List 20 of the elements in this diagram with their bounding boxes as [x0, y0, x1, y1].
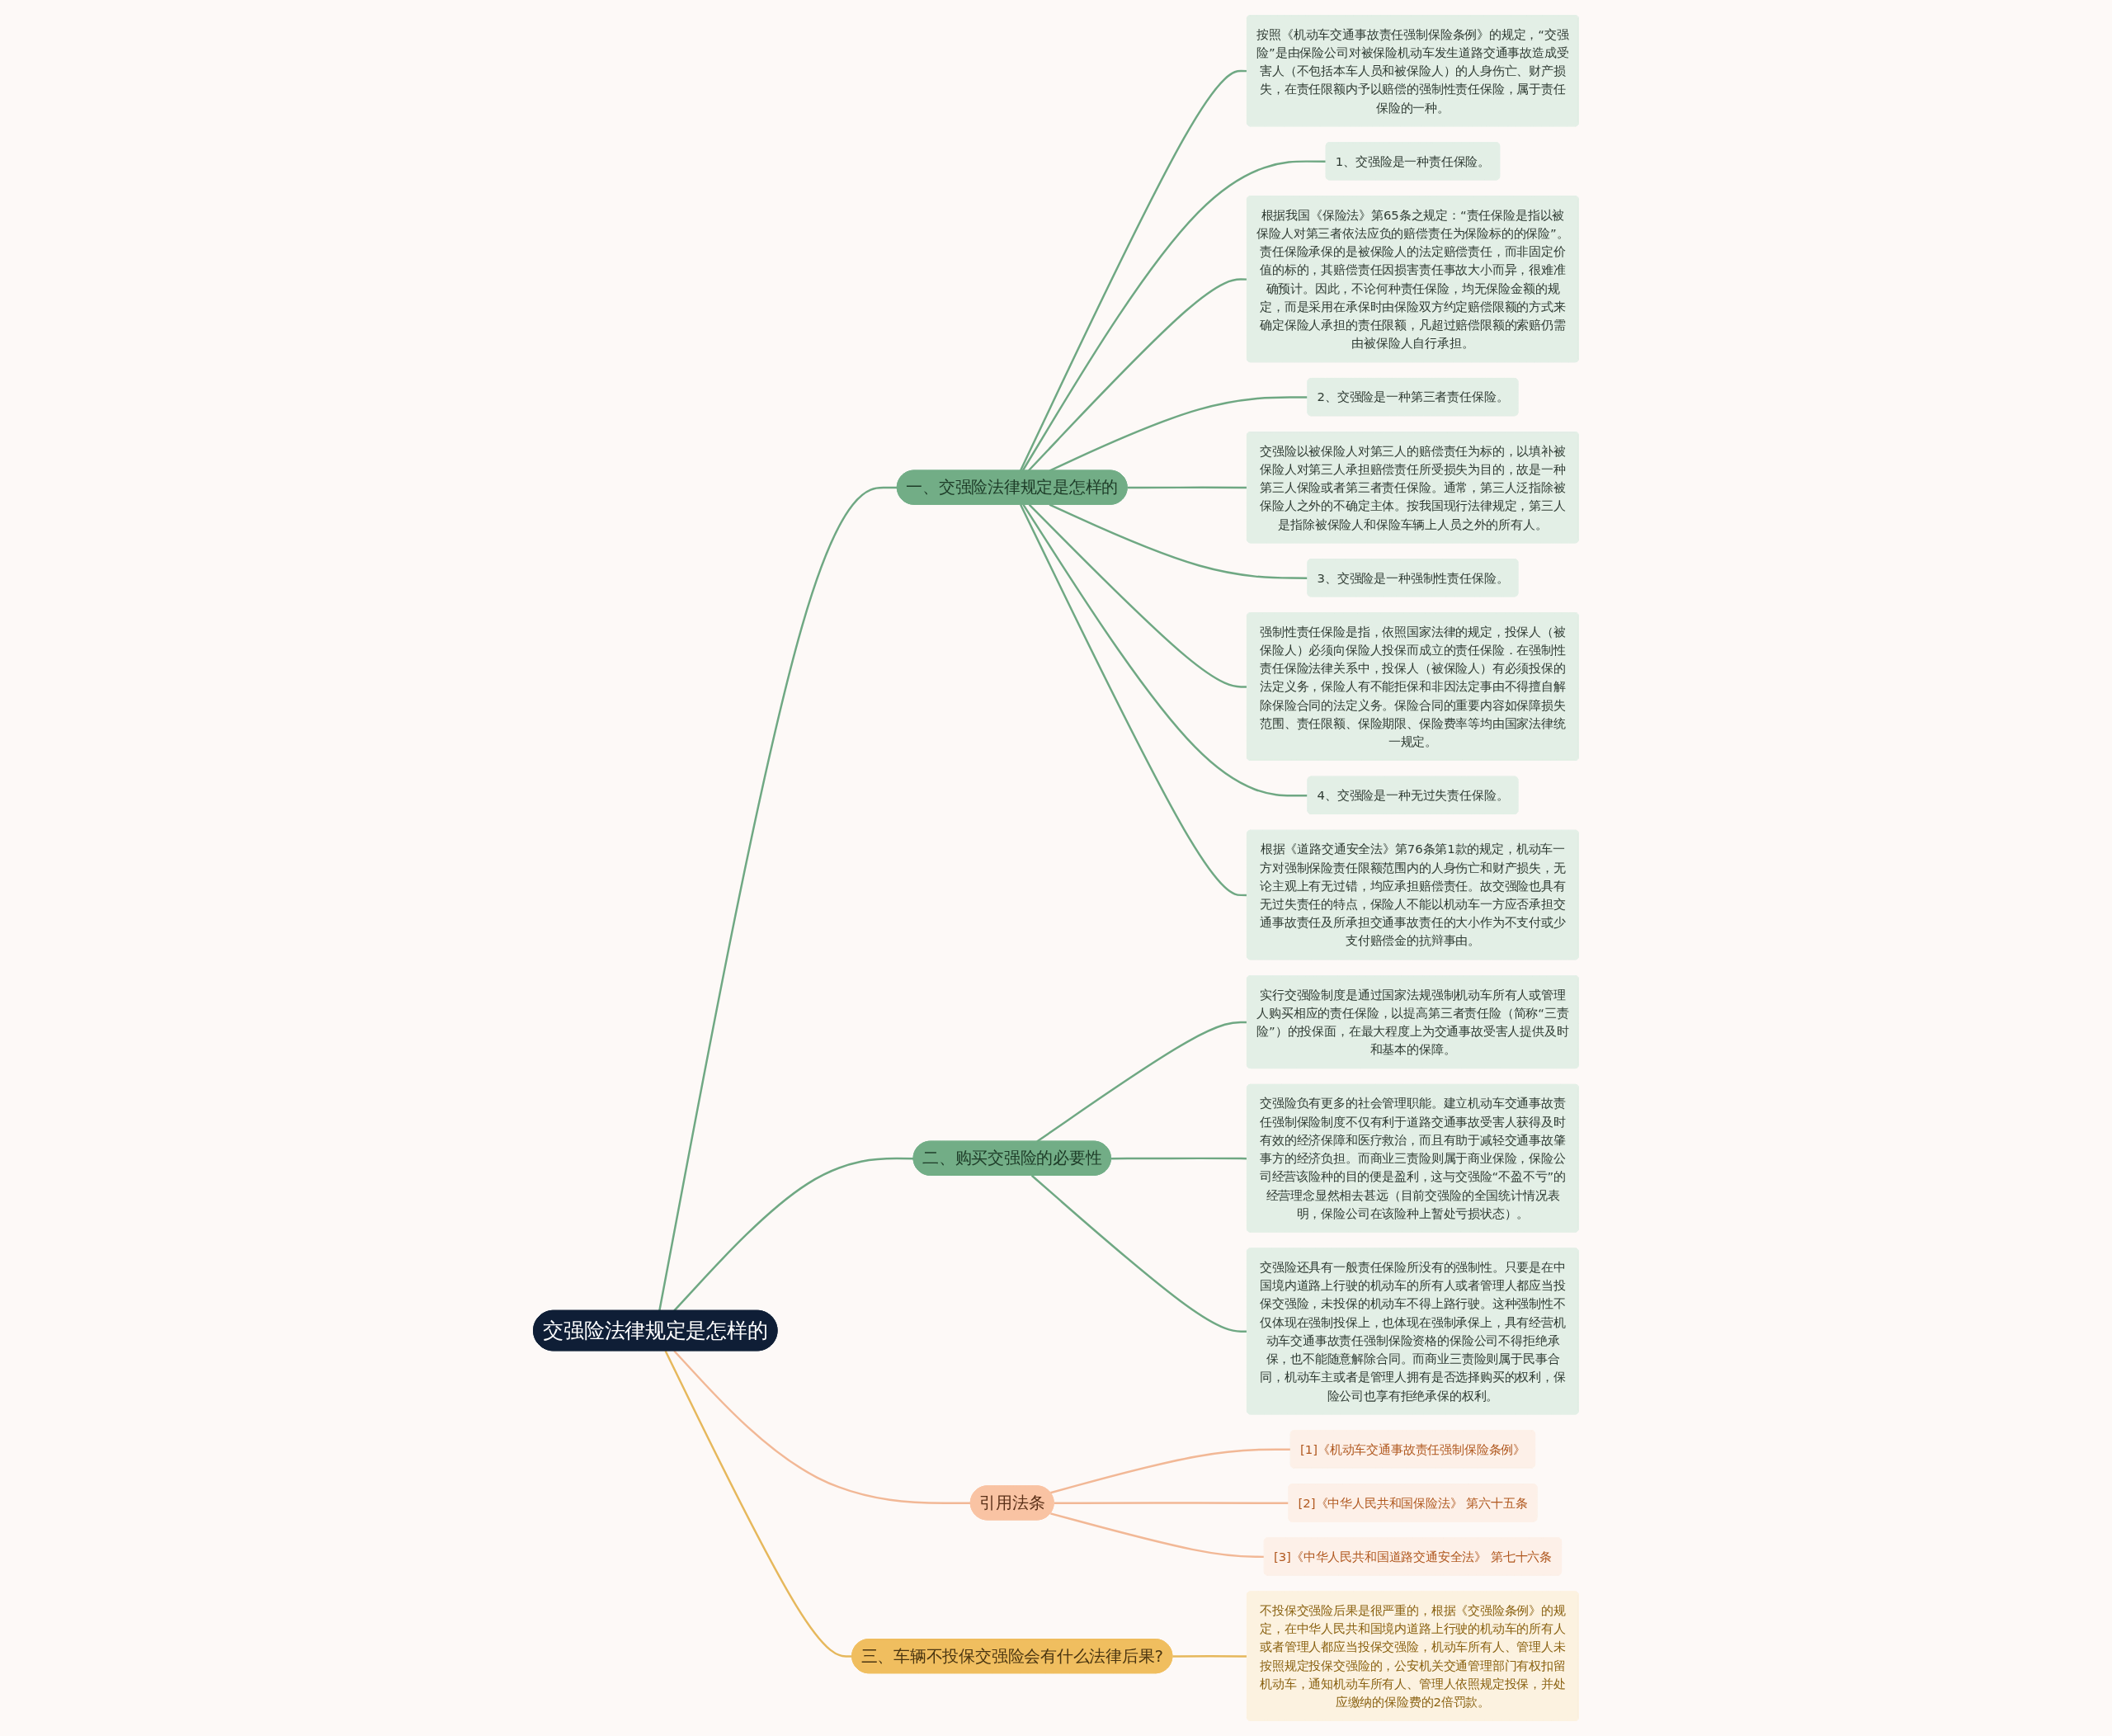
connector — [1172, 1655, 1247, 1658]
connector — [664, 1350, 853, 1658]
connector — [1030, 1174, 1247, 1333]
connector — [1027, 278, 1247, 472]
connector — [1028, 503, 1247, 688]
connector — [1110, 1157, 1247, 1160]
connector — [1049, 396, 1308, 472]
connector — [1019, 69, 1247, 472]
connector — [1036, 1021, 1247, 1143]
connector — [1127, 486, 1247, 489]
connector — [673, 1350, 971, 1505]
connector — [673, 1157, 914, 1312]
connector — [1054, 1502, 1289, 1505]
connector — [1050, 1448, 1291, 1494]
connector — [1050, 1512, 1265, 1559]
connector — [1022, 504, 1308, 797]
connector — [1049, 503, 1308, 579]
connector — [1020, 504, 1247, 897]
connector — [1021, 160, 1327, 472]
connector — [658, 486, 898, 1311]
